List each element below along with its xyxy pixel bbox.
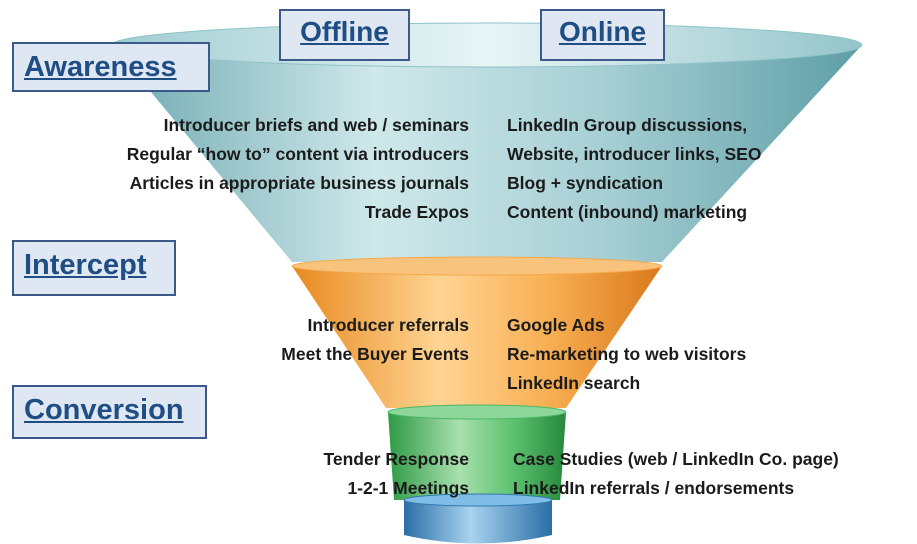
funnel-section-intercept [292,266,662,408]
list-item: Regular “how to” content via introducers [126,144,469,164]
column-header-offline: Offline [279,9,410,61]
column-header-online: Online [540,9,665,61]
list-item: 1-2-1 Meetings [347,478,469,498]
funnel-section-conversion [388,412,566,500]
conversion-offline-list: Tender Response 1-2-1 Meetings [323,445,469,503]
conversion-online-list: Case Studies (web / LinkedIn Co. page) L… [513,445,839,503]
list-item: Website, introducer links, SEO [507,144,762,164]
list-item: Case Studies (web / LinkedIn Co. page) [513,449,839,469]
list-item: LinkedIn search [507,373,641,393]
intercept-offline-list: Introducer referrals Meet the Buyer Even… [281,311,469,369]
funnel-intercept-rim [291,256,663,276]
list-item: LinkedIn Group discussions, [507,115,748,135]
awareness-online-list: LinkedIn Group discussions, Website, int… [507,111,761,227]
list-item: Introducer briefs and web / seminars [163,115,469,135]
list-item: Re-marketing to web visitors [507,344,747,364]
funnel-top-rim [111,22,863,68]
list-item: Meet the Buyer Events [281,344,469,364]
funnel-conversion-rim [387,404,567,420]
stage-label-conversion: Conversion [12,385,207,439]
list-item: Blog + syndication [507,173,664,193]
awareness-offline-list: Introducer briefs and web / seminars Reg… [127,111,469,227]
list-item: Articles in appropriate business journal… [129,173,469,193]
stage-label-intercept: Intercept [12,240,176,296]
list-item: Trade Expos [364,202,469,222]
funnel-base [404,500,552,544]
intercept-online-list: Google Ads Re-marketing to web visitors … [507,311,746,398]
list-item: LinkedIn referrals / endorsements [513,478,795,498]
list-item: Content (inbound) marketing [507,202,748,222]
list-item: Google Ads [507,315,605,335]
stage-label-awareness: Awareness [12,42,210,92]
funnel-section-awareness [112,45,862,262]
funnel-base-rim [403,493,553,507]
list-item: Introducer referrals [307,315,469,335]
list-item: Tender Response [323,449,469,469]
